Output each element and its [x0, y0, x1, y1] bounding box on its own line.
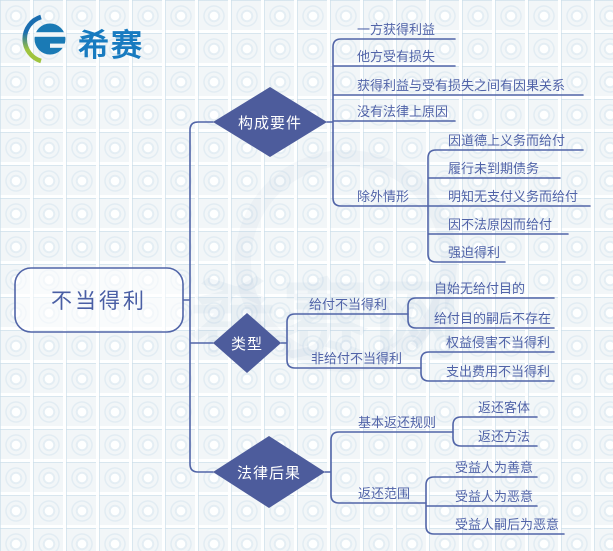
node-purpose-later-nonexistent: 给付目的嗣后不存在 [434, 311, 552, 326]
node-return-method: 返还方法 [478, 429, 531, 444]
node-illegal-cause-payment: 因不法原因而给付 [448, 217, 553, 232]
connector-root-trunk [182, 121, 214, 473]
brand-name: 希赛 [78, 28, 144, 63]
diamond-types [213, 313, 281, 373]
node-types: 类型 [230, 335, 263, 353]
node-root: 不当得利 [51, 290, 147, 313]
connector-nonpayment-bracket [420, 351, 555, 382]
node-basic-return-rules: 基本返还规则 [358, 415, 437, 430]
connector-branch-elements [326, 38, 584, 207]
node-no-purpose-ab-initio: 自始无给付目的 [434, 281, 526, 296]
node-expense-enrichment: 支出费用不当得利 [446, 364, 551, 379]
node-moral-obligation-payment: 因道德上义务而给付 [448, 133, 566, 148]
node-non-payment-unjust-enrichment: 非给付不当得利 [311, 351, 403, 366]
node-exceptions: 除外情形 [357, 189, 410, 204]
connector-branch-consequences [324, 431, 454, 504]
paren-mark [22, 14, 42, 64]
node-payment-unjust-enrichment: 给付不当得利 [309, 297, 388, 312]
connector-return-scope-bracket [425, 476, 565, 535]
connector-exceptions-bracket [427, 149, 591, 263]
diamond-constituent-elements [213, 87, 327, 157]
e-disc [34, 23, 66, 55]
node-return-object: 返还客体 [478, 400, 531, 415]
diamond-legal-consequences [213, 436, 325, 508]
node-rights-infringement: 权益侵害不当得利 [446, 335, 551, 350]
connector-branch-types [280, 313, 422, 369]
node-undue-debt-performance: 履行未到期债务 [448, 161, 540, 176]
e-upper-slit [34, 32, 66, 37]
connector-lines [182, 38, 591, 535]
node-legal-consequences: 法律后果 [236, 464, 301, 482]
node-beneficiary-later-bad-faith: 受益人嗣后为恶意 [455, 517, 560, 532]
node-gain-benefit: 一方获得利益 [357, 22, 436, 37]
node-knowing-no-obligation: 明知无支付义务而给付 [448, 189, 579, 204]
node-other-party-loss: 他方受有损失 [357, 49, 436, 64]
brand-logo: 希赛 [14, 14, 204, 66]
node-constituent-elements: 构成要件 [237, 114, 302, 132]
node-return-scope: 返还范围 [358, 486, 411, 501]
node-causal-relationship: 获得利益与受有损失之间有因果关系 [357, 78, 566, 93]
connector-return-rules-bracket [452, 416, 538, 447]
root-node-box [14, 267, 184, 333]
node-no-legal-basis: 没有法律上原因 [357, 104, 449, 119]
connector-payment-bracket [407, 297, 555, 329]
node-beneficiary-good-faith: 受益人为善意 [455, 460, 534, 475]
brand-e-icon [22, 14, 66, 64]
node-beneficiary-bad-faith: 受益人为恶意 [455, 489, 534, 504]
e-mouth-slit [50, 43, 66, 48]
node-forced-enrichment: 强迫得利 [448, 245, 501, 260]
